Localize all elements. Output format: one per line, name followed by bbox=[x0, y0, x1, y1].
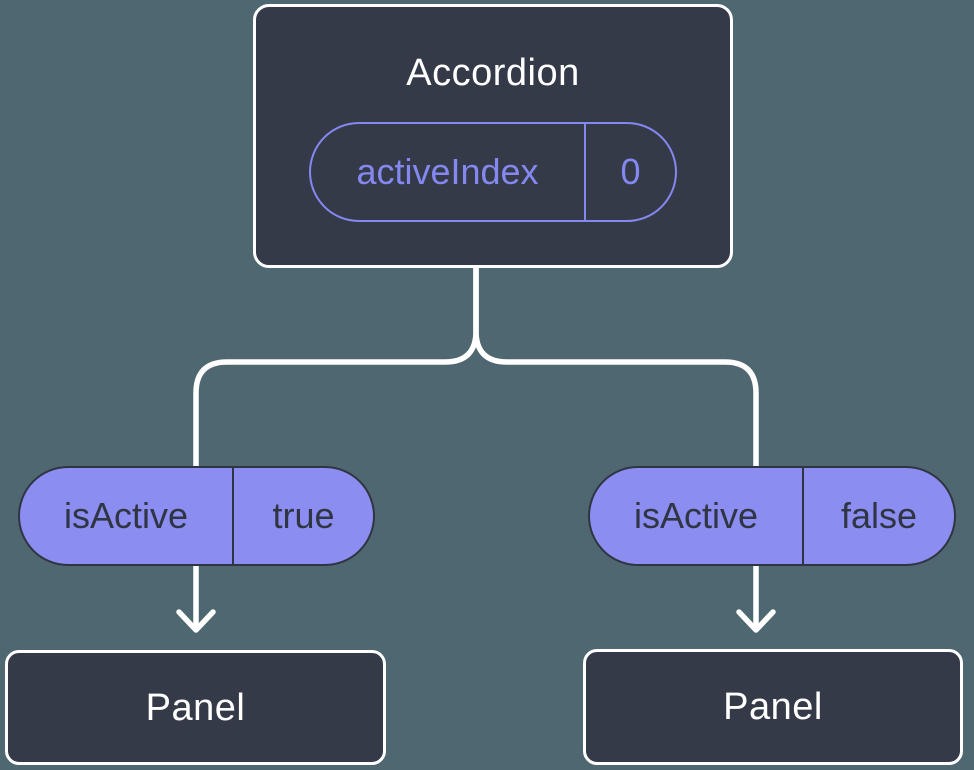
prop-name-label: activeIndex bbox=[311, 124, 586, 220]
is-active-false-pill: isActive false bbox=[588, 466, 956, 566]
panel-node-title: Panel bbox=[145, 686, 246, 729]
panel-node-left: Panel bbox=[5, 650, 386, 765]
accordion-node: Accordion activeIndex 0 bbox=[253, 4, 733, 268]
prop-value-label: 0 bbox=[620, 151, 641, 192]
state-name-label: isActive bbox=[20, 468, 234, 564]
panel-node-title: Panel bbox=[723, 686, 823, 728]
state-value-label: true bbox=[272, 495, 335, 536]
panel-node-right: Panel bbox=[583, 649, 963, 765]
active-index-prop-pill: activeIndex 0 bbox=[309, 122, 677, 222]
arrow-down-left-icon bbox=[176, 609, 216, 633]
arrow-down-right-icon bbox=[736, 609, 776, 633]
state-value-label: false bbox=[840, 495, 918, 536]
connector-right-branch bbox=[473, 265, 759, 631]
state-name-label: isActive bbox=[590, 468, 804, 564]
connector-left-branch bbox=[193, 265, 479, 631]
is-active-true-pill: isActive true bbox=[18, 466, 375, 566]
accordion-node-title: Accordion bbox=[406, 52, 580, 94]
